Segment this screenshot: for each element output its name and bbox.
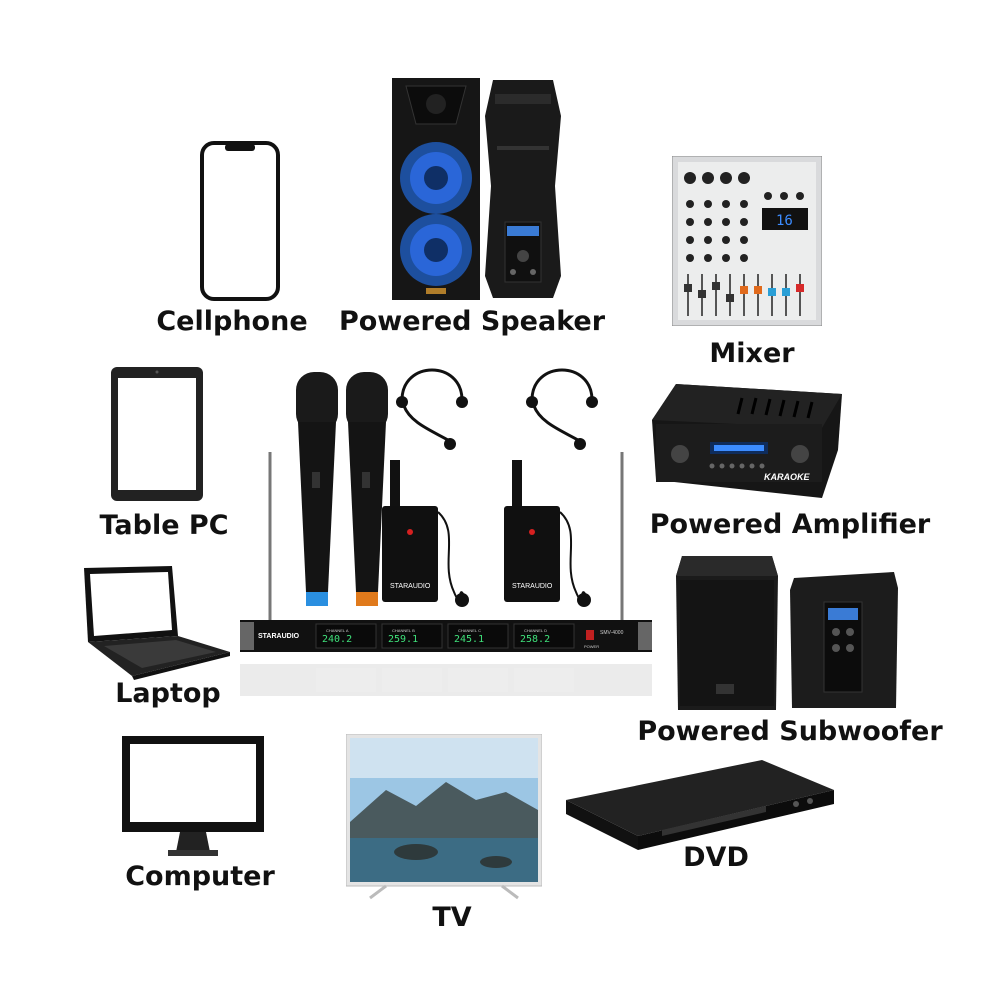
receiver-model: SMV-4000 [600,630,624,636]
laptop-icon [80,564,232,682]
bodypack-2-brand: STARAUDIO [512,583,553,590]
powered-speaker-rear [483,76,563,302]
handheld-mic-1 [296,372,338,606]
channel-c-freq: 245.1 [454,634,484,645]
channel-b-freq: 259.1 [388,634,418,645]
bodypack-1-brand: STARAUDIO [390,583,431,590]
laptop-label: Laptop [115,678,221,709]
powered-subwoofer-rear [790,572,898,708]
tv-label: TV [432,902,472,933]
mixer-display: 16 [776,213,793,229]
powered-subwoofer-front [676,556,778,710]
mixer-device: 16 [672,156,822,326]
bodypack-transmitter-1: STARAUDIO [382,460,438,602]
bodypack-transmitter-2: STARAUDIO [504,460,560,602]
computer-label: Computer [125,861,275,892]
cellphone-icon [198,140,284,302]
wireless-mic-system: STARAUDIO STARAUDIO STARAUDIO 240.2 CHAN… [240,352,660,722]
mixer-label: Mixer [709,338,795,369]
channel-d-freq: 258.2 [520,634,550,645]
table-pc-label: Table PC [99,510,229,541]
channel-a-freq: 240.2 [322,634,352,645]
powered-amplifier-label: Powered Amplifier [649,509,931,540]
computer-icon [120,734,266,858]
cellphone-label: Cellphone [156,306,308,337]
receiver-channels: 240.2 CHANNEL A 259.1 CHANNEL B 245.1 CH… [315,623,575,649]
amplifier-badge: KARAOKE [764,472,810,482]
powered-amplifier-device: KARAOKE [652,380,842,500]
channel-a-name: CHANNEL A [326,628,349,633]
powered-speaker-front [392,78,480,300]
channel-d-name: CHANNEL D [524,628,547,633]
tv-device [346,734,542,900]
powered-speaker-label: Powered Speaker [338,306,606,337]
channel-b-name: CHANNEL B [392,628,415,633]
handheld-mic-2 [346,372,388,606]
dvd-label: DVD [683,842,749,873]
receiver-brand: STARAUDIO [258,633,300,640]
receiver-power-label: POWER [584,644,599,649]
channel-c-name: CHANNEL C [458,628,481,633]
powered-subwoofer-label: Powered Subwoofer [637,716,943,747]
tablet-icon [108,364,206,504]
dvd-player [566,760,834,852]
